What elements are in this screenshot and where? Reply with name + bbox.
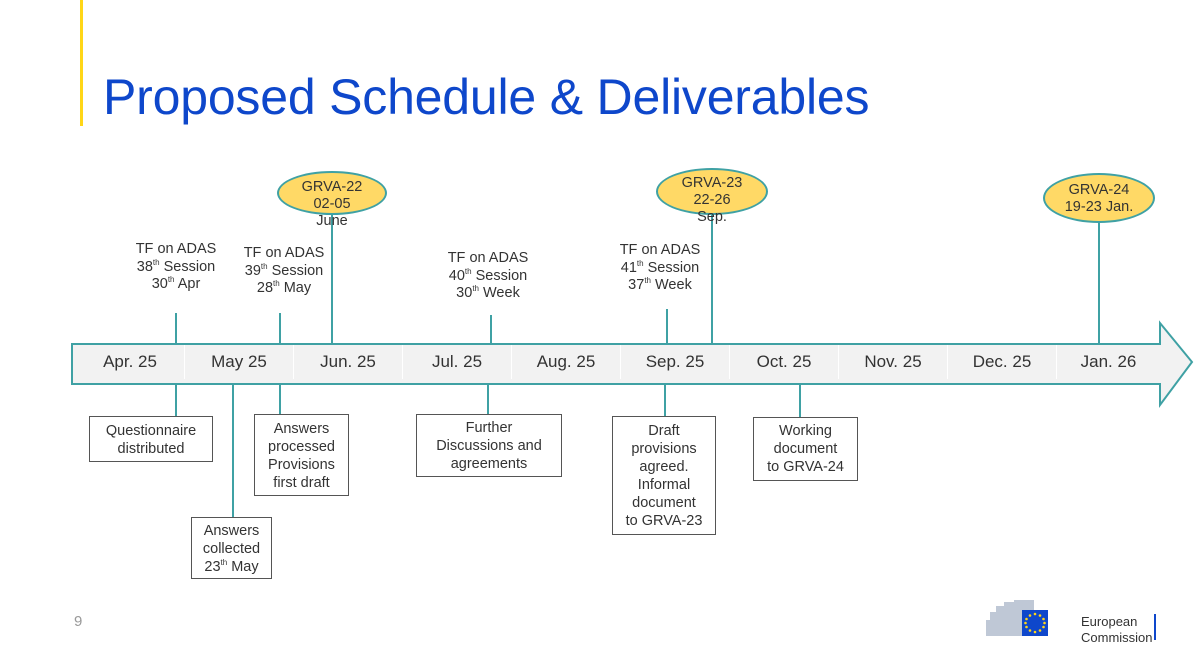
deliverable-text: Answers bbox=[203, 523, 260, 539]
month-divider bbox=[838, 345, 839, 379]
tf-session-date: 30th Apr bbox=[151, 275, 201, 292]
deliverable-text: Draft bbox=[648, 423, 680, 439]
deliverable-text: Further bbox=[465, 420, 513, 436]
month-divider bbox=[402, 345, 403, 379]
month-divider bbox=[293, 345, 294, 379]
month-label: Jul. 25 bbox=[431, 352, 483, 371]
month-divider bbox=[947, 345, 948, 379]
connector-line bbox=[175, 313, 177, 344]
deliverable-text: distributed bbox=[117, 441, 185, 457]
page-number: 9 bbox=[74, 613, 83, 630]
title-accent-bar bbox=[80, 0, 83, 126]
deliverable-text: Discussions and bbox=[436, 438, 542, 454]
grva-meeting-dates: 02-05 bbox=[313, 196, 351, 212]
deliverable-text: Working bbox=[779, 423, 832, 439]
month-label: Aug. 25 bbox=[536, 352, 596, 371]
connector-line bbox=[232, 384, 234, 517]
deliverable-text: agreed. bbox=[639, 459, 689, 475]
deliverable-box: Further Discussions and agreements bbox=[416, 414, 562, 477]
deliverable-box: Answers collected 23th May bbox=[191, 517, 272, 579]
month-divider bbox=[729, 345, 730, 379]
deliverable-text: agreements bbox=[450, 456, 528, 472]
tf-session-date: 37th Week bbox=[628, 276, 692, 293]
deliverable-text: processed bbox=[268, 439, 335, 455]
grva-meeting-ellipse: GRVA-22 02-05 June bbox=[277, 171, 387, 229]
connector-line bbox=[799, 384, 801, 417]
tf-session-name: TF on ADAS bbox=[619, 242, 701, 258]
deliverable-text: Informal bbox=[637, 477, 691, 493]
tf-session-number: 40th Session bbox=[448, 266, 528, 284]
month-label: Oct. 25 bbox=[756, 352, 812, 371]
tf-session-number: 41th Session bbox=[620, 258, 700, 276]
grva-meeting-month: Sep. bbox=[697, 209, 727, 225]
slide-title: Proposed Schedule & Deliverables bbox=[103, 69, 870, 125]
month-label: Nov. 25 bbox=[864, 352, 922, 371]
deliverable-text: document bbox=[773, 441, 838, 457]
deliverable-text: document bbox=[632, 495, 696, 511]
tf-session-label: TF on ADAS 40th Session 30th Week bbox=[438, 250, 538, 303]
grva-meeting-ellipse: GRVA-23 22-26 Sep. bbox=[656, 168, 768, 225]
tf-session-date: 28th May bbox=[256, 279, 312, 296]
connector-line bbox=[490, 315, 492, 344]
month-label: May 25 bbox=[211, 352, 267, 371]
deliverable-date: 23th May bbox=[204, 558, 259, 575]
month-label: Apr. 25 bbox=[103, 352, 157, 371]
grva-meeting-ellipse: GRVA-24 19-23 Jan. bbox=[1043, 173, 1155, 223]
deliverable-text: to GRVA-23 bbox=[625, 513, 703, 529]
deliverable-box: Draft provisions agreed. Informal docume… bbox=[612, 416, 716, 535]
grva-meeting-name: GRVA-24 bbox=[1068, 182, 1130, 198]
grva-meeting-dates: 22-26 bbox=[693, 192, 731, 208]
tf-session-name: TF on ADAS bbox=[135, 241, 217, 257]
deliverable-text: first draft bbox=[273, 475, 330, 491]
connector-line bbox=[175, 384, 177, 416]
logo-line-2: Commission bbox=[1081, 630, 1153, 645]
month-label: Sep. 25 bbox=[645, 352, 705, 371]
grva-meeting-dates: 19-23 Jan. bbox=[1064, 199, 1134, 215]
tf-session-name: TF on ADAS bbox=[243, 245, 325, 261]
month-divider bbox=[511, 345, 512, 379]
month-divider bbox=[1056, 345, 1057, 379]
european-commission-logo bbox=[986, 600, 1156, 640]
deliverable-text: Questionnaire bbox=[105, 423, 197, 439]
month-divider bbox=[620, 345, 621, 379]
tf-session-number: 38th Session bbox=[136, 257, 216, 275]
month-label: Dec. 25 bbox=[972, 352, 1032, 371]
deliverable-box: Questionnaire distributed bbox=[89, 416, 213, 462]
month-label: Jan. 26 bbox=[1080, 352, 1137, 371]
tf-session-date: 30th Week bbox=[456, 284, 520, 301]
tf-session-label: TF on ADAS 41th Session 37th Week bbox=[610, 242, 710, 295]
deliverable-box: Answers processed Provisions first draft bbox=[254, 414, 349, 496]
grva-meeting-name: GRVA-22 bbox=[301, 179, 363, 195]
tf-session-number: 39th Session bbox=[244, 261, 324, 279]
deliverable-text: to GRVA-24 bbox=[767, 459, 844, 475]
deliverable-text: Provisions bbox=[268, 457, 335, 473]
tf-session-label: TF on ADAS 39th Session 28th May bbox=[234, 245, 334, 298]
deliverable-box: Working document to GRVA-24 bbox=[753, 417, 858, 481]
deliverable-text: collected bbox=[202, 541, 261, 557]
connector-line bbox=[279, 384, 281, 414]
connector-line bbox=[664, 384, 666, 416]
connector-line bbox=[487, 384, 489, 414]
tf-session-label: TF on ADAS 38th Session 30th Apr bbox=[126, 241, 226, 294]
deliverable-text: provisions bbox=[631, 441, 697, 457]
connector-line bbox=[666, 309, 668, 344]
connector-line bbox=[711, 213, 713, 344]
month-divider bbox=[184, 345, 185, 379]
logo-line-1: European bbox=[1081, 614, 1138, 629]
logo-wordmark: European Commission bbox=[1081, 614, 1153, 646]
grva-meeting-name: GRVA-23 bbox=[681, 175, 743, 191]
month-label: Jun. 25 bbox=[320, 352, 376, 371]
connector-line bbox=[279, 313, 281, 344]
connector-line bbox=[331, 212, 333, 344]
deliverable-text: Answers bbox=[273, 421, 330, 437]
tf-session-name: TF on ADAS bbox=[447, 250, 529, 266]
grva-meeting-month: June bbox=[316, 213, 348, 229]
connector-line bbox=[1098, 223, 1100, 344]
